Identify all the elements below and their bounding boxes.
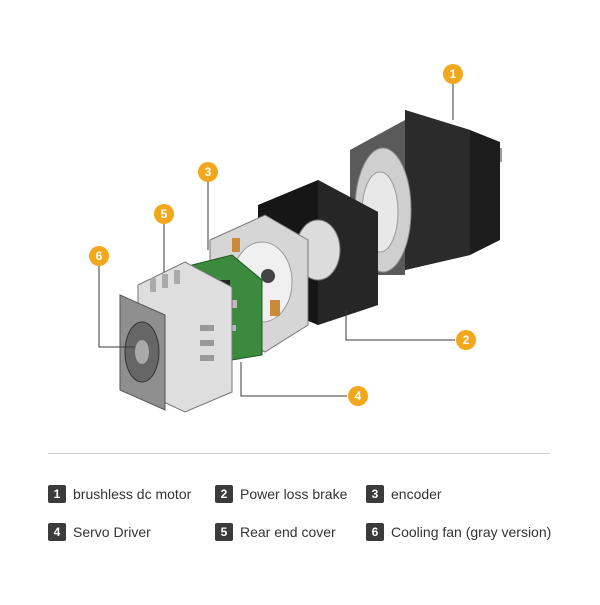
legend-label: brushless dc motor: [73, 486, 192, 502]
legend-number: 4: [48, 523, 66, 541]
legend-item-5: 5 Rear end cover: [215, 522, 336, 542]
leader-lines: [98, 84, 455, 397]
legend-label: Rear end cover: [240, 524, 336, 540]
brushless-motor-part: [350, 110, 502, 275]
legend-item-1: 1 brushless dc motor: [48, 484, 191, 504]
callout-4: 4: [348, 386, 368, 406]
callout-5: 5: [154, 204, 174, 224]
callout-2: 2: [456, 330, 476, 350]
legend-number: 5: [215, 523, 233, 541]
callout-6: 6: [89, 246, 109, 266]
legend-label: Servo Driver: [73, 524, 151, 540]
legend-item-4: 4 Servo Driver: [48, 522, 151, 542]
legend-item-2: 2 Power loss brake: [215, 484, 347, 504]
legend-number: 2: [215, 485, 233, 503]
legend-number: 1: [48, 485, 66, 503]
cooling-fan-part: [119, 294, 166, 411]
callout-1: 1: [443, 64, 463, 84]
legend-label: Cooling fan (gray version): [391, 524, 552, 540]
legend-number: 6: [366, 523, 384, 541]
legend-label: encoder: [391, 486, 442, 502]
legend-divider: [48, 453, 550, 454]
legend-label: Power loss brake: [240, 486, 348, 502]
legend-item-6: 6 Cooling fan (gray version): [366, 522, 551, 542]
legend-item-3: 3 encoder: [366, 484, 442, 504]
legend-number: 3: [366, 485, 384, 503]
callout-3: 3: [198, 162, 218, 182]
